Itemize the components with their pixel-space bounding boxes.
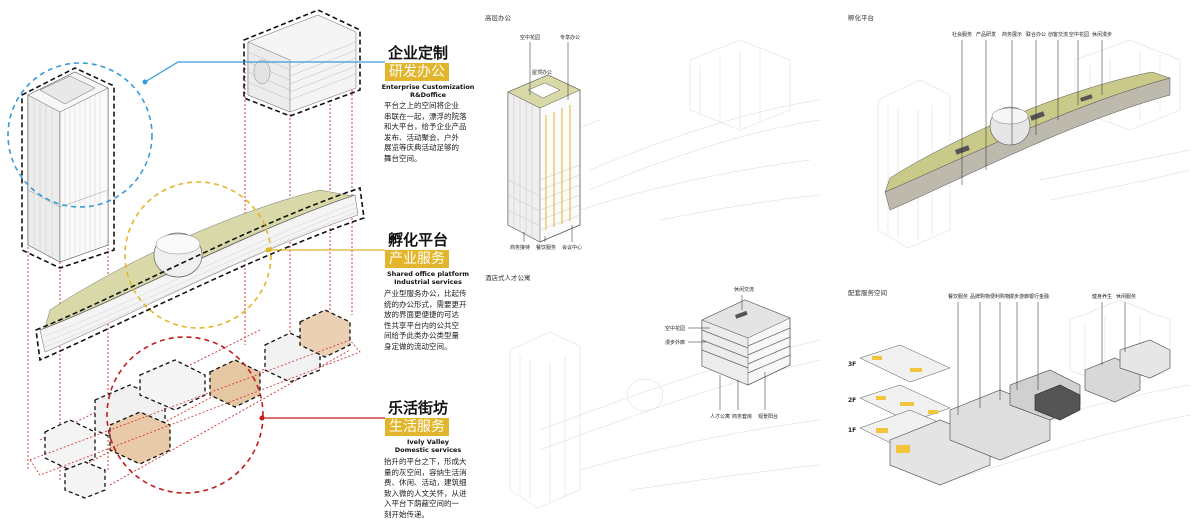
desc-line: 舞台空间。 [384, 153, 422, 163]
label-rooftop-office: 屋顶办公 [532, 69, 552, 76]
office-tower [507, 74, 581, 243]
en-line: Ively Valley [407, 438, 449, 446]
label-sky-garden: 空中花园 [1069, 31, 1089, 38]
desc-line: 平台之上的空间将企业 [384, 101, 459, 110]
yellow-highlight-circle [124, 181, 272, 329]
desc-line: 产业型服务办公，比起传 [384, 289, 467, 298]
section-subtitle-domestic: 生活服务 [385, 418, 449, 436]
label-fitness-wellness: 健身养生 [1092, 293, 1112, 300]
br-leaders [957, 302, 1126, 415]
tower-right-block [243, 9, 361, 117]
desc-line: 刻开始传递。 [384, 509, 429, 519]
desc-line: 量的灰空间，容纳生活消 [384, 467, 467, 477]
platform-model [884, 71, 1171, 211]
label-dining-service: 餐饮服务 [536, 244, 556, 251]
desc-line: 入平台下荫蔽空间的一 [384, 499, 459, 508]
floor-label-1f: 1F [848, 427, 856, 434]
section-en-lively-valley: Ively Valley Domestic services [378, 438, 478, 454]
label-conference-center: 会议中心 [562, 244, 582, 251]
tr-leaders [961, 40, 1103, 185]
label-business-suite: 商务套房 [732, 413, 752, 420]
section-en-incubation: Shared office platform Industrial servic… [378, 270, 478, 286]
panel-title-talent-apartment: 酒店式人才公寓 [485, 274, 531, 282]
panel-talent-apartment: 休闲交流 空中花园 漫步外廊 人才公寓 商务套房 观景阳台 [509, 286, 821, 509]
desc-line: 致入微的人文关怀，从进 [384, 488, 467, 498]
section-subtitle-industrial: 产业服务 [385, 250, 449, 268]
en-line: Domestic services [394, 446, 462, 454]
section-desc-incubation: 产业型服务办公，比起传 统的办公形式，需要更开 放的界面更便捷的可达 性共享平台… [384, 289, 467, 352]
section-desc-lively-valley: 抬升的平台之下，形成大 量的灰空间，容纳生活消 费、休闲、活动，建筑细 致入微的… [384, 457, 467, 520]
desc-line: 放的界面更便捷的可达 [384, 310, 459, 319]
en-line: Enterprise Customization [381, 83, 475, 91]
panel-support-services: 3F 2F 1F 餐饮服务 品牌购物 便利购物 漫步游廊 银行金融 健身养生 休… [848, 293, 1191, 486]
panel-highrise-office: 空中花园 专享办公 屋顶办公 商务接待 餐饮服务 会议中心 [507, 34, 821, 251]
label-sky-garden: 空中花园 [665, 325, 685, 332]
section-title-enterprise: 企业定制 [385, 44, 452, 62]
label-exclusive-office: 专享办公 [560, 34, 580, 41]
retail-volumes [889, 339, 1171, 486]
label-bank-finance: 银行金融 [1029, 293, 1049, 300]
desc-line: 统的办公形式，需要更开 [384, 299, 467, 309]
en-line: Shared office platform [386, 270, 470, 278]
apartment-block [701, 299, 791, 386]
en-line: R&Doffice [409, 91, 447, 99]
panel-title-incubation-platform: 孵化平台 [848, 14, 874, 22]
label-leisure-walk: 休闲漫步 [1092, 31, 1112, 38]
bl-leaders [688, 295, 766, 410]
label-view-balcony: 观景阳台 [758, 413, 778, 420]
desc-line: 串联在一起，漂浮的院落 [384, 111, 467, 121]
section-title-incubation: 孵化平台 [385, 231, 452, 249]
desc-line: 抬升的平台之下，形成大 [384, 457, 467, 466]
desc-line: 性共享平台内的公共空 [384, 320, 459, 330]
desc-line: 和大平台，给予企业产品 [384, 122, 467, 131]
street-blocks [29, 309, 361, 499]
label-walking-corridor: 漫步外廊 [665, 339, 685, 346]
desc-line: 间给予此类办公类型量 [384, 331, 459, 340]
blue-highlight-circle [7, 62, 153, 208]
label-brand-shopping: 品牌购物 [970, 293, 990, 300]
label-walking-gallery: 漫步游廊 [1009, 293, 1029, 300]
blue-leader-line [144, 61, 385, 83]
exploded-axonometric-diagram [7, 9, 385, 499]
panel-title-support-services: 配套服务空间 [848, 289, 887, 297]
tower-left [21, 67, 115, 269]
section-en-enterprise: Enterprise Customization R&Doffice [378, 83, 478, 99]
label-leisure-service: 休闲服务 [1116, 293, 1136, 300]
desc-line: 费、休闲、活动，建筑细 [384, 478, 467, 487]
en-line: Industrial services [394, 278, 462, 286]
label-leisure-exchange: 休闲交流 [734, 286, 754, 293]
tl-leaders [523, 42, 573, 242]
desc-line: 身定做的流动空间。 [384, 341, 452, 351]
desc-line: 发布、活动聚会、户外 [384, 132, 459, 142]
label-dining-service: 餐饮服务 [948, 293, 968, 300]
label-maker-exchange: 创客交流 [1048, 31, 1068, 38]
section-desc-enterprise: 平台之上的空间将企业 串联在一起，漂浮的院落 和大平台，给予企业产品 发布、活动… [384, 101, 467, 164]
label-business-display: 商务展示 [1002, 31, 1022, 38]
label-social-service: 社会服务 [952, 31, 972, 38]
label-talent-apartment: 人才公寓 [710, 413, 730, 420]
panel-incubation-platform: 社会服务 产品研发 商务展示 联合办公 创客交流 空中花园 休闲漫步 [877, 31, 1191, 249]
label-coworking: 联合办公 [1026, 31, 1046, 38]
incubation-platform [35, 186, 365, 362]
floor-2f-plan [859, 384, 951, 423]
section-subtitle-rd-office: 研发办公 [385, 63, 449, 81]
label-business-reception: 商务接待 [510, 244, 530, 251]
section-title-lively-valley: 乐活街坊 [385, 399, 452, 417]
floor-3f-plan [859, 344, 951, 383]
floor-label-3f: 3F [848, 361, 856, 368]
red-highlight-circle [106, 336, 264, 494]
label-sky-garden: 空中花园 [520, 34, 540, 41]
panel-title-highrise-office: 高层办公 [485, 14, 511, 22]
floor-label-2f: 2F [848, 397, 856, 404]
desc-line: 展览等庆典活动足够的 [384, 143, 459, 152]
label-convenience-shopping: 便利购物 [990, 293, 1010, 300]
label-product-rd: 产品研发 [976, 31, 996, 38]
